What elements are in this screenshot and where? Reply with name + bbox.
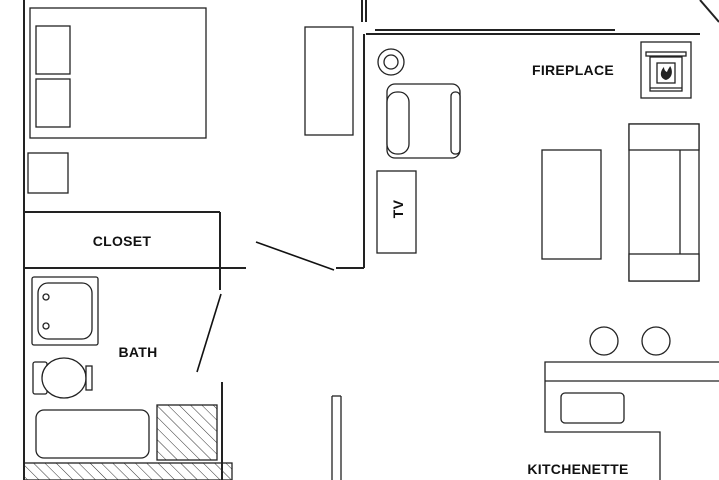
bath-wall-hatch: [23, 462, 233, 480]
coffee-table: [541, 149, 602, 260]
armchair-arm-left: [386, 91, 410, 155]
tv-stand: [376, 170, 417, 254]
fireplace-flame: [660, 66, 672, 80]
kitchenette-label: KITCHENETTE: [527, 461, 628, 477]
bath-label: BATH: [118, 344, 157, 360]
sofa-arm-top: [628, 123, 700, 151]
armchair-arm-right: [450, 91, 461, 155]
sink-knob-bottom: [42, 322, 50, 330]
fireplace-mantel: [645, 51, 687, 57]
tv-label: TV: [390, 199, 406, 218]
sink-knob-top: [42, 293, 50, 301]
pillow-top: [35, 25, 71, 75]
pillow-bottom: [35, 78, 71, 128]
bath: BATH: [23, 276, 233, 480]
corner-wall: [699, 0, 719, 23]
kitchenette: KITCHENETTE: [527, 326, 719, 480]
bathtub: [35, 409, 150, 459]
living-room: TV FIREPLACE: [376, 41, 700, 282]
fireplace-icon: [640, 41, 692, 99]
bath-hatched-area: [156, 404, 218, 461]
kitchen-counter: [544, 361, 719, 480]
bedroom: [27, 7, 354, 194]
walls: [23, 0, 719, 480]
closet-label: CLOSET: [93, 233, 152, 249]
dresser: [304, 26, 354, 136]
bath-door: [196, 293, 222, 373]
fireplace-label: FIREPLACE: [532, 62, 614, 78]
sofa-arm-bottom: [628, 253, 700, 282]
floor-lamp-inner: [383, 54, 399, 70]
nightstand: [27, 152, 69, 194]
bedroom-door: [255, 241, 335, 271]
toilet-seat: [85, 365, 93, 391]
doors: [196, 241, 335, 373]
bar-stool-left: [589, 326, 619, 356]
kitchen-sink: [560, 392, 625, 424]
sink-basin: [37, 282, 93, 340]
bar-stool-right: [641, 326, 671, 356]
toilet-bowl: [41, 357, 87, 399]
